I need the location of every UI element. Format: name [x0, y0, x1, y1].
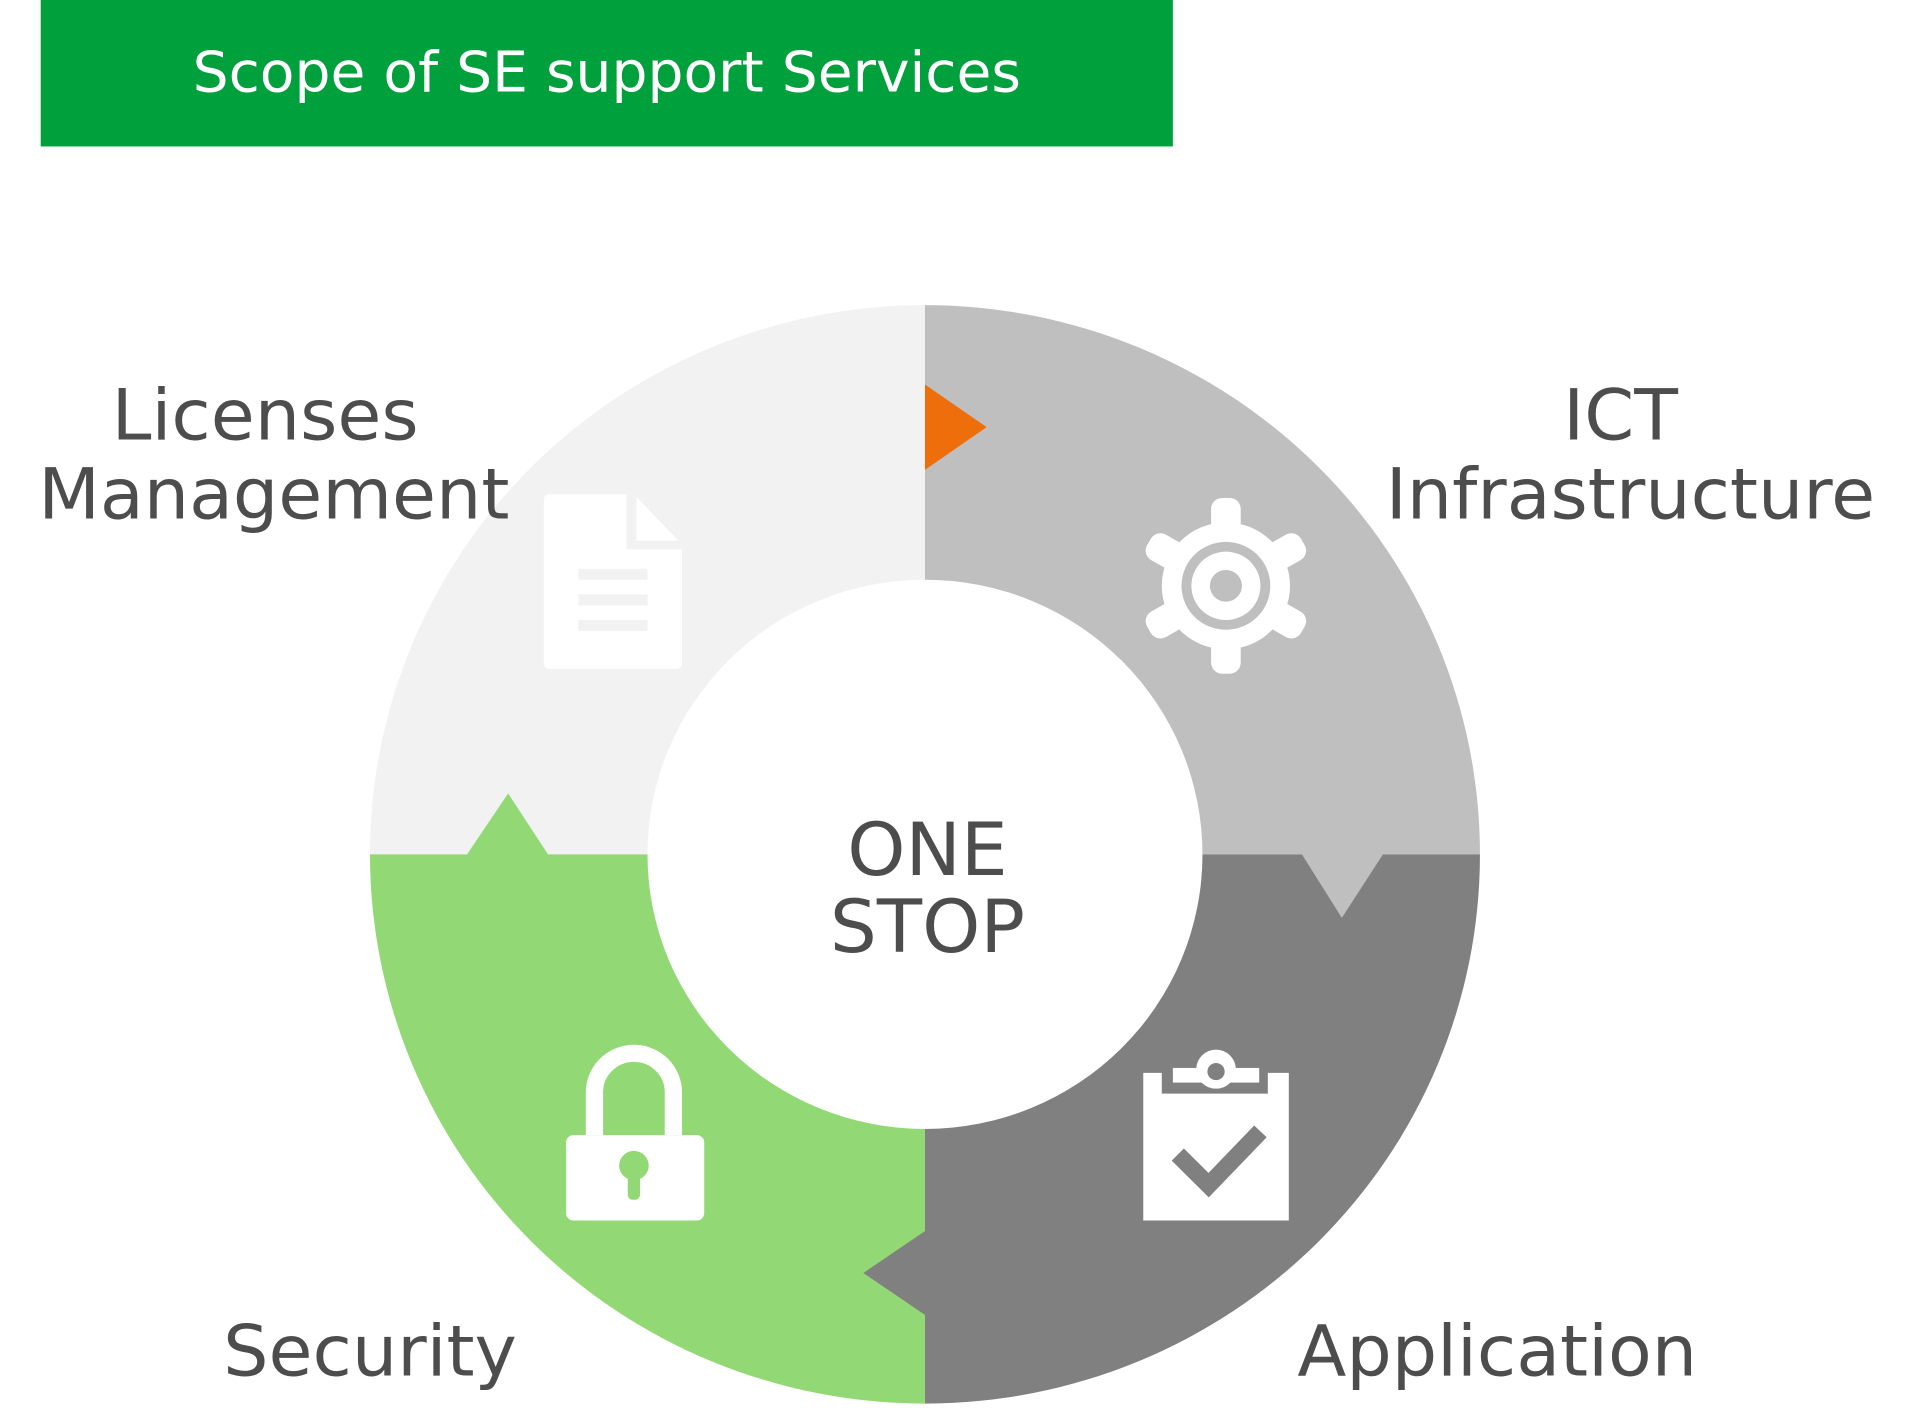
center-text-line1: ONE [847, 808, 1007, 893]
arrow-left-icon [863, 1230, 927, 1316]
gear-icon [1145, 497, 1307, 674]
label-management: Management [38, 453, 509, 536]
start-marker-icon [924, 384, 987, 470]
lock-icon [566, 1044, 705, 1221]
arrow-up-icon [466, 793, 549, 856]
label-security: Security [223, 1310, 517, 1393]
document-icon [543, 494, 683, 669]
label-application: Application [1297, 1310, 1697, 1393]
segment-security [369, 854, 925, 1404]
title: Scope of SE support Services [193, 41, 1021, 106]
label-licenses: Licenses [112, 374, 419, 457]
label-infrastructure: Infrastructure [1386, 453, 1875, 536]
center-text-line2: STOP [830, 885, 1025, 970]
clipboard-check-icon [1143, 1049, 1289, 1221]
arrow-down-icon [1301, 853, 1384, 918]
title-bar [40, 0, 1173, 147]
label-ict: ICT [1563, 374, 1678, 457]
